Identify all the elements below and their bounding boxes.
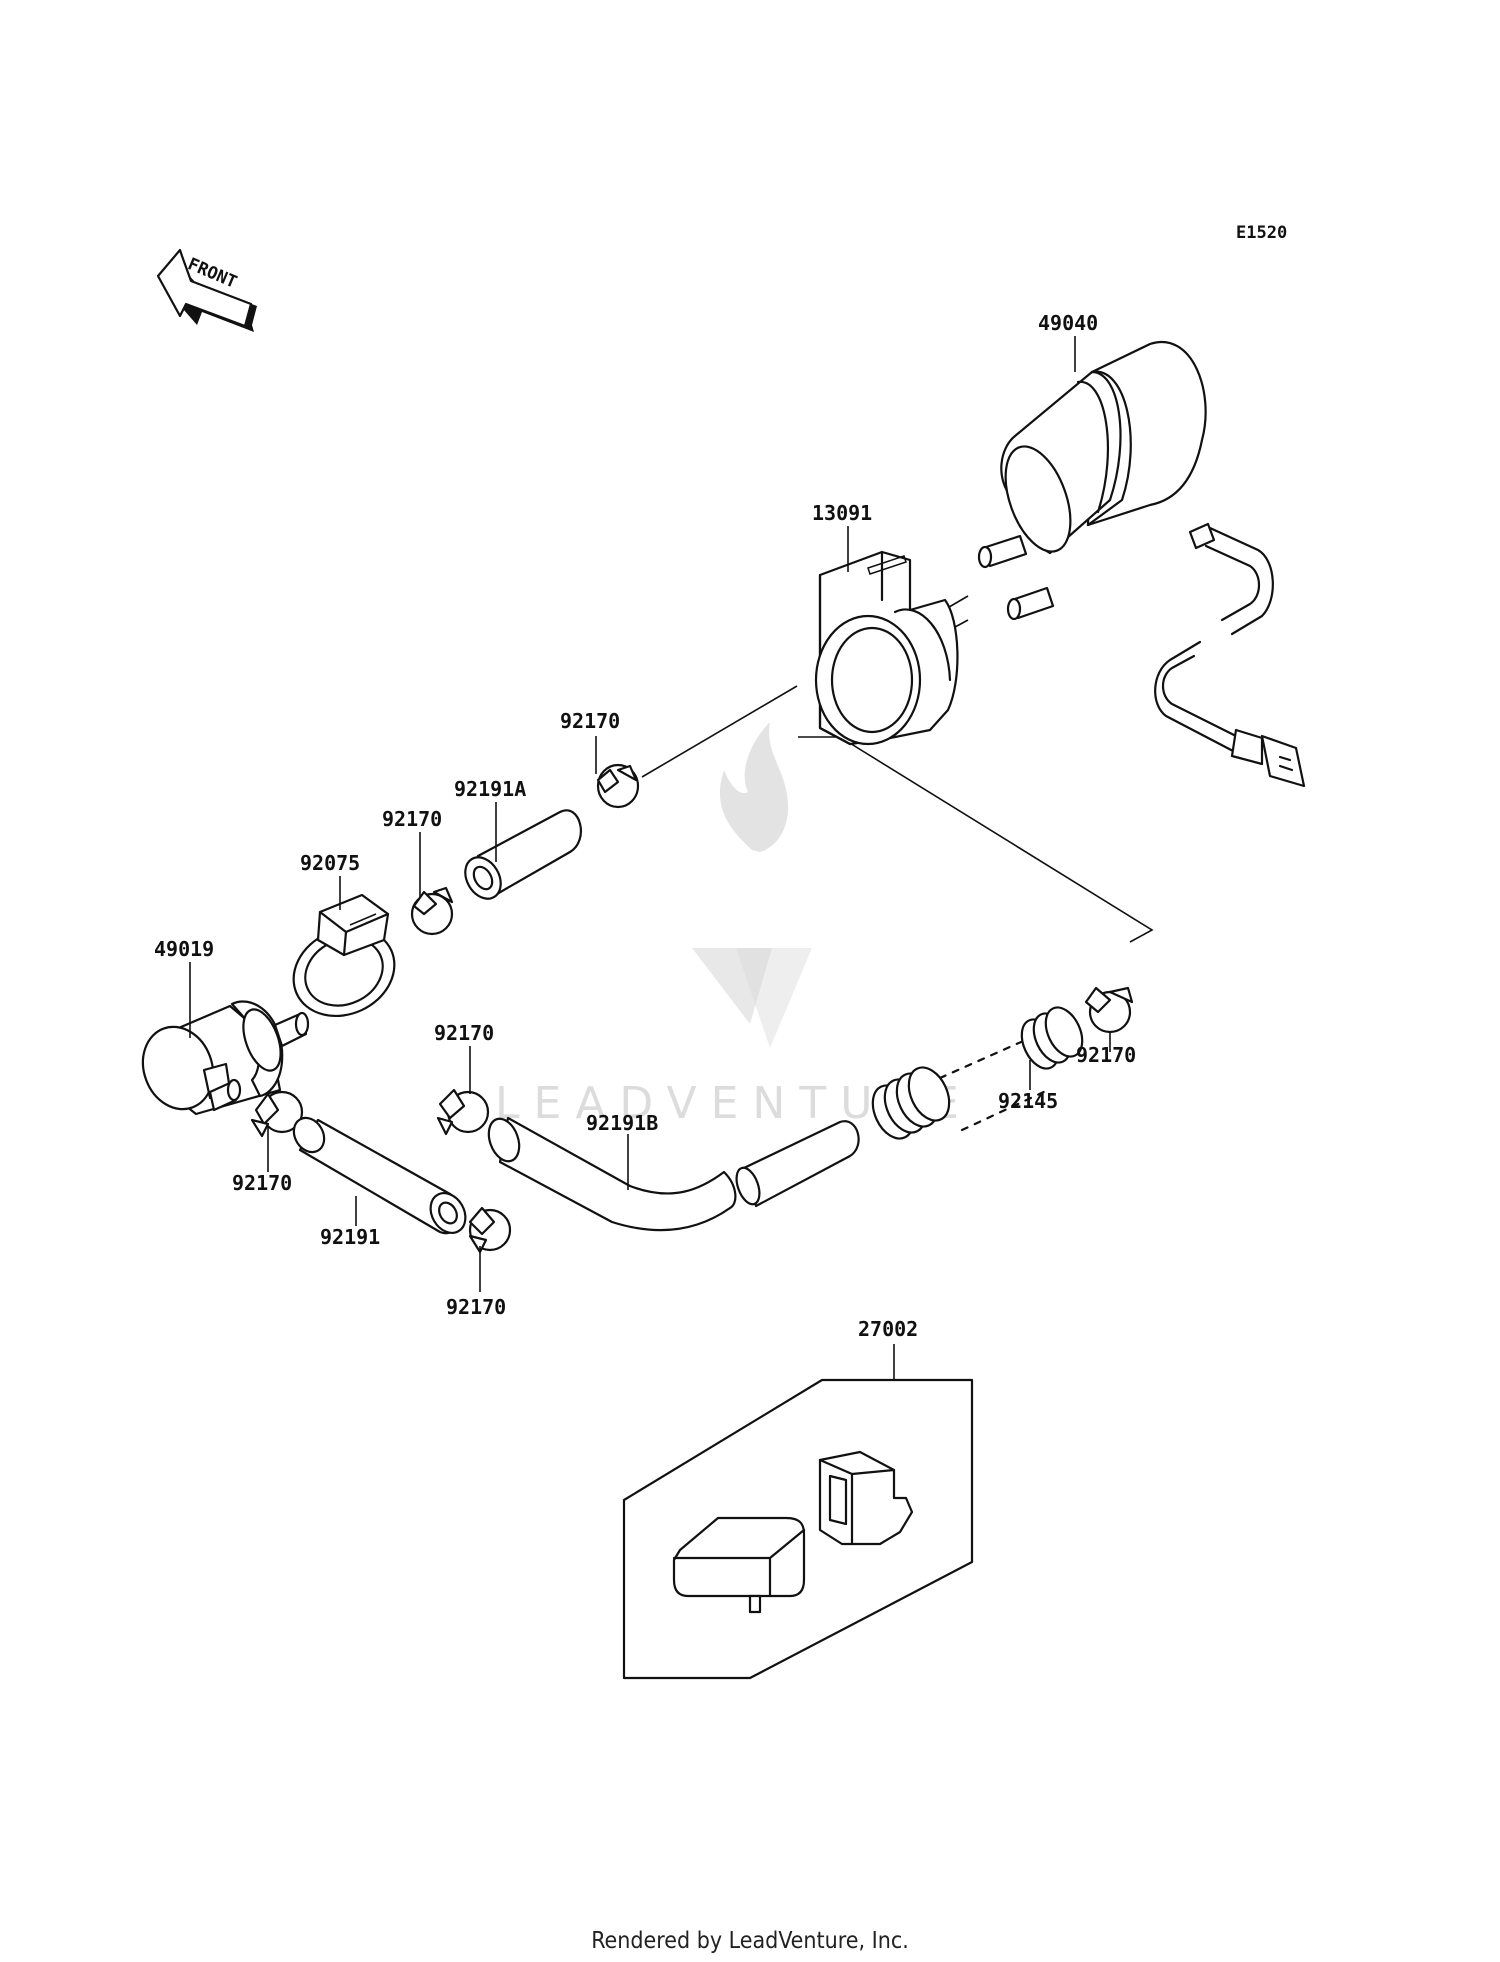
front-arrow-icon: FRONT [156, 248, 257, 332]
footer-credit: Rendered by LeadVenture, Inc. [591, 1928, 909, 1954]
label-92170-f: 92170 [446, 1295, 506, 1319]
clamp-92170-d [436, 1088, 490, 1136]
clamp-92170-a [596, 763, 640, 809]
label-leaders [189, 336, 1111, 1380]
label-49040: 49040 [1038, 311, 1098, 335]
label-92191A: 92191A [454, 777, 526, 801]
label-27002: 27002 [858, 1317, 918, 1341]
spring-92145 [871, 1006, 1084, 1140]
clamp-92170-e [1084, 986, 1134, 1034]
hose-92191B [487, 1116, 860, 1232]
label-13091: 13091 [812, 501, 872, 525]
label-92191B: 92191B [586, 1111, 658, 1135]
label-92170-e: 92170 [1076, 1043, 1136, 1067]
fuel-pump-49040 [977, 340, 1216, 621]
diagram-code: E1520 [1236, 223, 1287, 243]
label-49019: 49019 [154, 937, 214, 961]
bracket-13091 [814, 550, 959, 746]
label-92170-b: 92170 [382, 807, 442, 831]
label-92170-c: 92170 [232, 1171, 292, 1195]
label-92145: 92145 [998, 1089, 1058, 1113]
label-92191: 92191 [320, 1225, 380, 1249]
connector-kit-27002 [622, 1378, 974, 1680]
band-clamp-92075 [292, 893, 396, 1018]
watermark-logo-icon [692, 722, 812, 1048]
clamp-92170-b [410, 886, 454, 936]
label-92170-a: 92170 [560, 709, 620, 733]
label-92170-d: 92170 [434, 1021, 494, 1045]
clamp-92170-f [468, 1206, 512, 1254]
label-92075: 92075 [300, 851, 360, 875]
wire-harness [1154, 526, 1306, 788]
clamp-92170-c [250, 1090, 304, 1138]
hose-92191 [292, 1116, 467, 1235]
hose-92191A [464, 809, 582, 900]
